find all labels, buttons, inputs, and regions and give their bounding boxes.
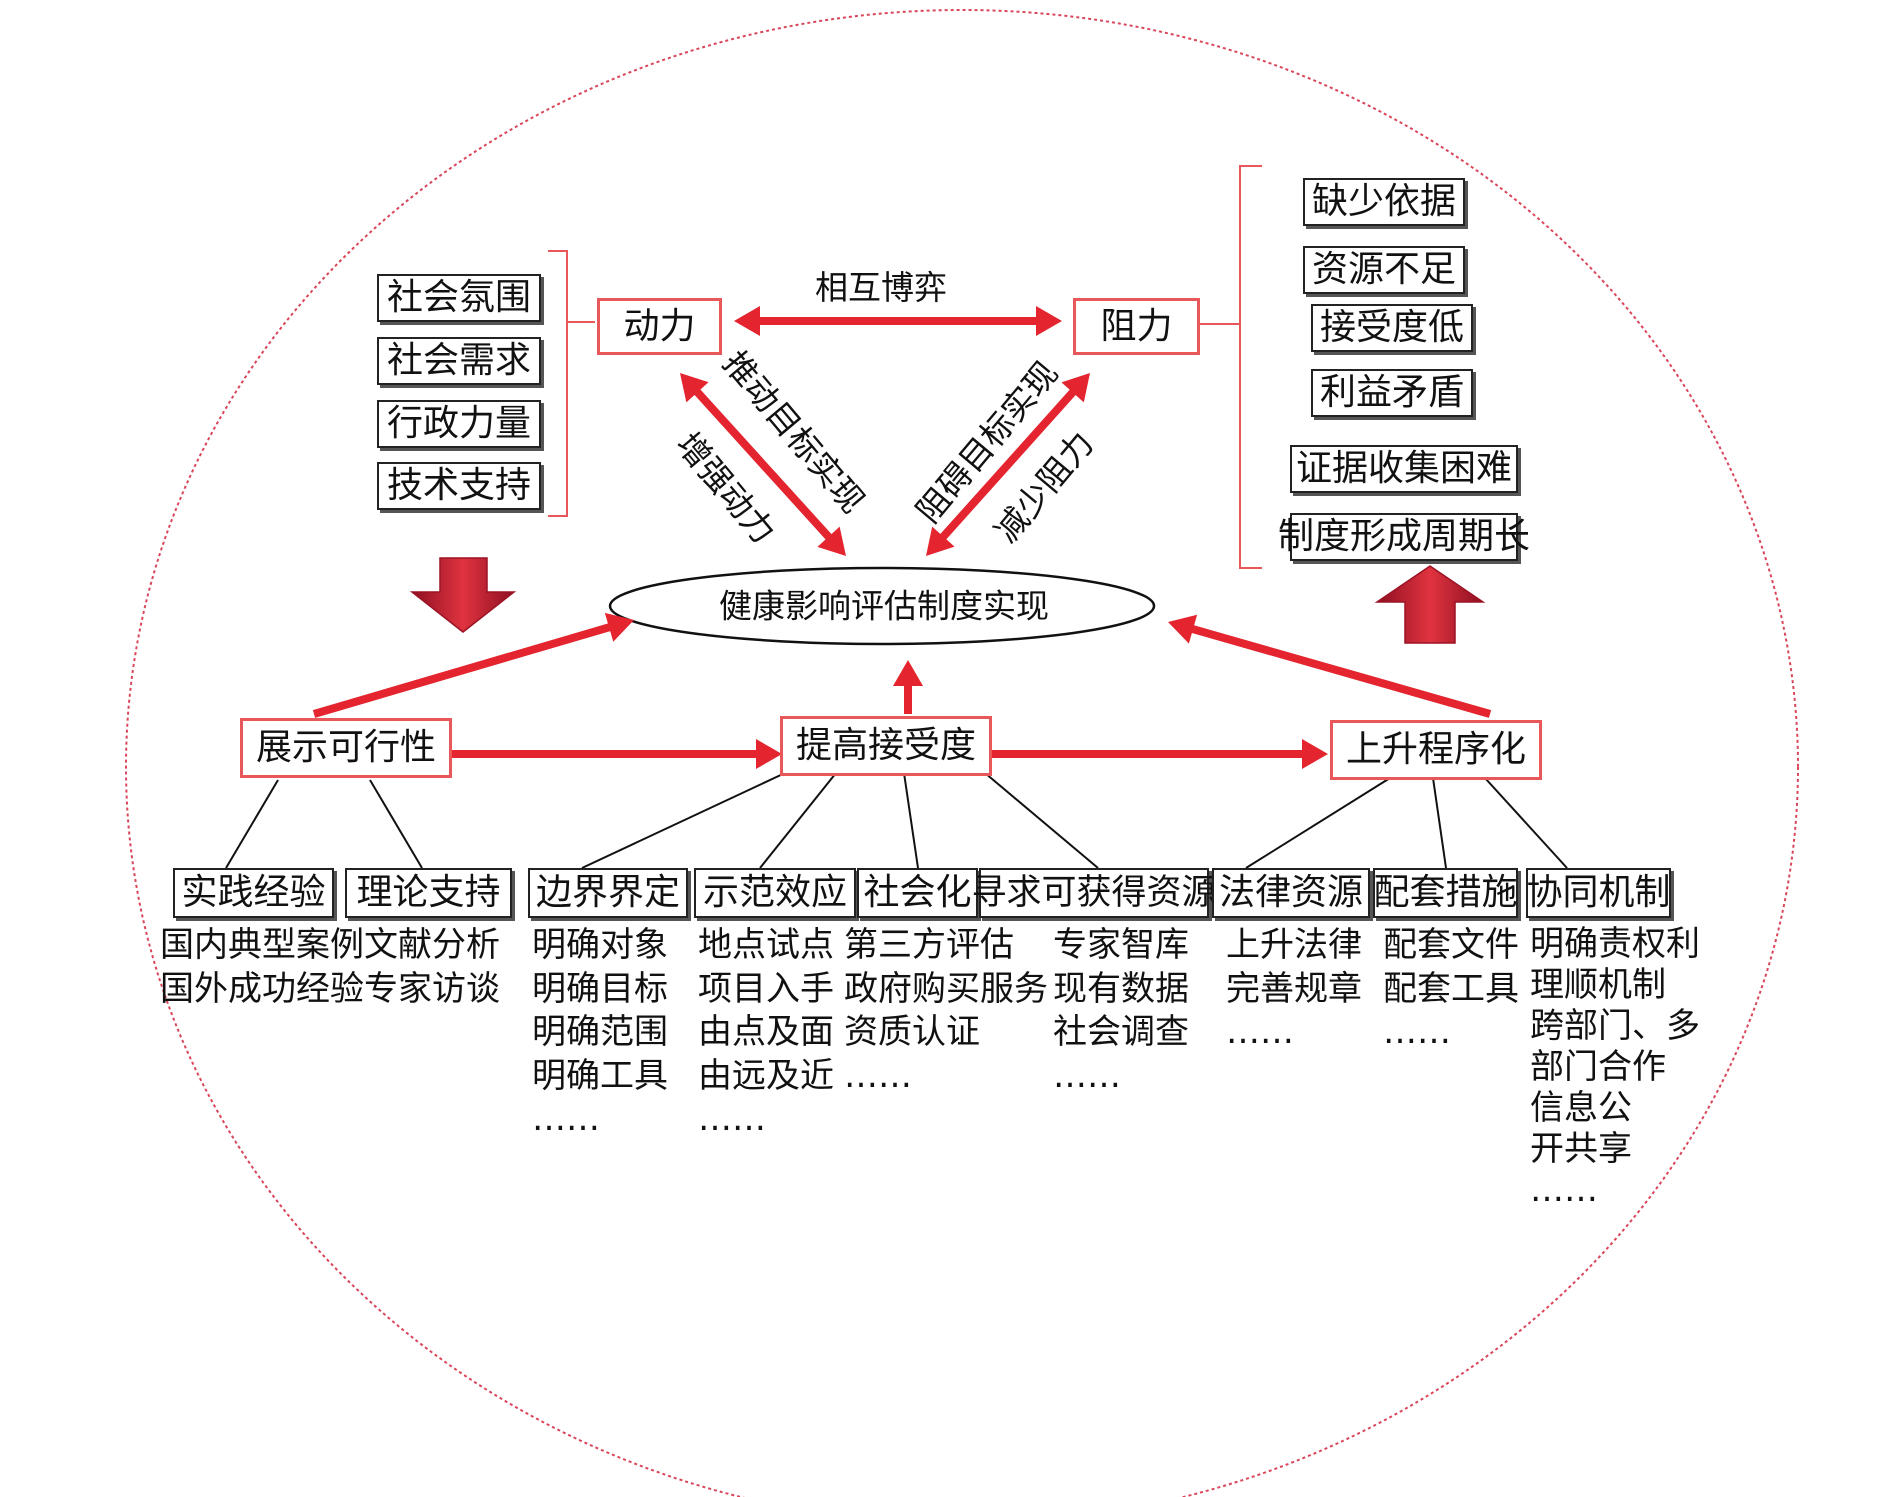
- driving-factor: 社会氛围: [377, 274, 541, 322]
- driving-factors-bracket: [548, 250, 595, 517]
- hinder-arrow-head-start: [1061, 373, 1090, 403]
- method-details: 上升法律 完善规章 ……: [1226, 925, 1362, 1052]
- method-box: 协同机制: [1526, 868, 1671, 918]
- method-details: 明确责权利 理顺机制 跨部门、多 部门合作 信息公 开共享 ……: [1530, 924, 1700, 1210]
- stage-box: 展示可行性: [240, 718, 452, 778]
- driving-force-box: 动力: [597, 298, 722, 355]
- method-box: 寻求可获得资源: [972, 868, 1217, 918]
- procedure-to-goal-arrow-shaft: [1184, 623, 1492, 718]
- acceptance-to-goal-arrow-head: [893, 660, 923, 686]
- stage-box: 上升程序化: [1330, 720, 1542, 780]
- method-box: 实践经验: [173, 868, 334, 918]
- hinder-arrow-shaft: [935, 383, 1081, 546]
- method-box: 边界界定: [528, 868, 688, 918]
- goal-ellipse: [608, 566, 1156, 646]
- interaction-arrow-head: [1036, 306, 1062, 336]
- block-arrow-down: [409, 557, 517, 633]
- method-details: 第三方评估 政府购买服务 资质认证 ……: [844, 925, 1048, 1096]
- resistance-factor: 资源不足: [1303, 246, 1465, 294]
- interaction-label: 相互博弈: [815, 268, 947, 307]
- method-details: 明确对象 明确目标 明确范围 明确工具 ……: [532, 925, 668, 1139]
- push-arrow-head: [817, 526, 846, 556]
- push-arrow-shaft: [689, 383, 837, 546]
- procedure-to-goal-arrow-head: [1168, 614, 1198, 644]
- method-box: 配套措施: [1373, 868, 1518, 918]
- relation-arrows: [312, 306, 1492, 769]
- outer-circle: [125, 9, 1799, 1497]
- driving-factor: 行政力量: [377, 400, 541, 448]
- method-details: 文献分析 专家访谈: [364, 925, 500, 1009]
- resistance-factor: 证据收集困难: [1290, 445, 1518, 493]
- feasibility-to-acceptance-arrow-head: [756, 739, 782, 769]
- driving-factor: 社会需求: [377, 337, 541, 385]
- tree-connectors: [225, 772, 1568, 869]
- method-box: 示范效应: [694, 868, 856, 918]
- method-details: 专家智库 现有数据 社会调查 ……: [1053, 925, 1189, 1096]
- method-details: 地点试点 项目入手 由点及面 由远及近 ……: [698, 925, 834, 1139]
- resistance-box: 阻力: [1073, 298, 1200, 355]
- method-box: 社会化: [857, 868, 978, 918]
- method-box: 理论支持: [345, 868, 512, 918]
- feasibility-to-goal-arrow-shaft: [312, 621, 618, 718]
- resistance-factor: 缺少依据: [1303, 178, 1465, 226]
- block-arrow-up: [1374, 565, 1486, 644]
- resistance-factor: 制度形成周期长: [1278, 513, 1530, 561]
- feasibility-to-goal-arrow-head: [604, 612, 634, 642]
- method-details: 配套文件 配套工具 ……: [1383, 925, 1519, 1052]
- stage-box: 提高接受度: [780, 716, 992, 776]
- resistance-factor: 利益矛盾: [1311, 369, 1473, 417]
- method-box: 法律资源: [1212, 868, 1370, 918]
- goal-label: 健康影响评估制度实现: [719, 586, 1049, 626]
- resistance-factors-bracket: [1200, 165, 1262, 569]
- interaction-arrow-head-start: [734, 306, 760, 336]
- method-details: 国内典型案例 国外成功经验: [160, 925, 364, 1009]
- push-arrow-head-start: [680, 373, 709, 403]
- acceptance-to-procedure-arrow-head: [1302, 739, 1328, 769]
- resistance-factor: 接受度低: [1311, 304, 1473, 352]
- hinder-arrow-head: [926, 526, 955, 556]
- driving-factor: 技术支持: [377, 462, 541, 510]
